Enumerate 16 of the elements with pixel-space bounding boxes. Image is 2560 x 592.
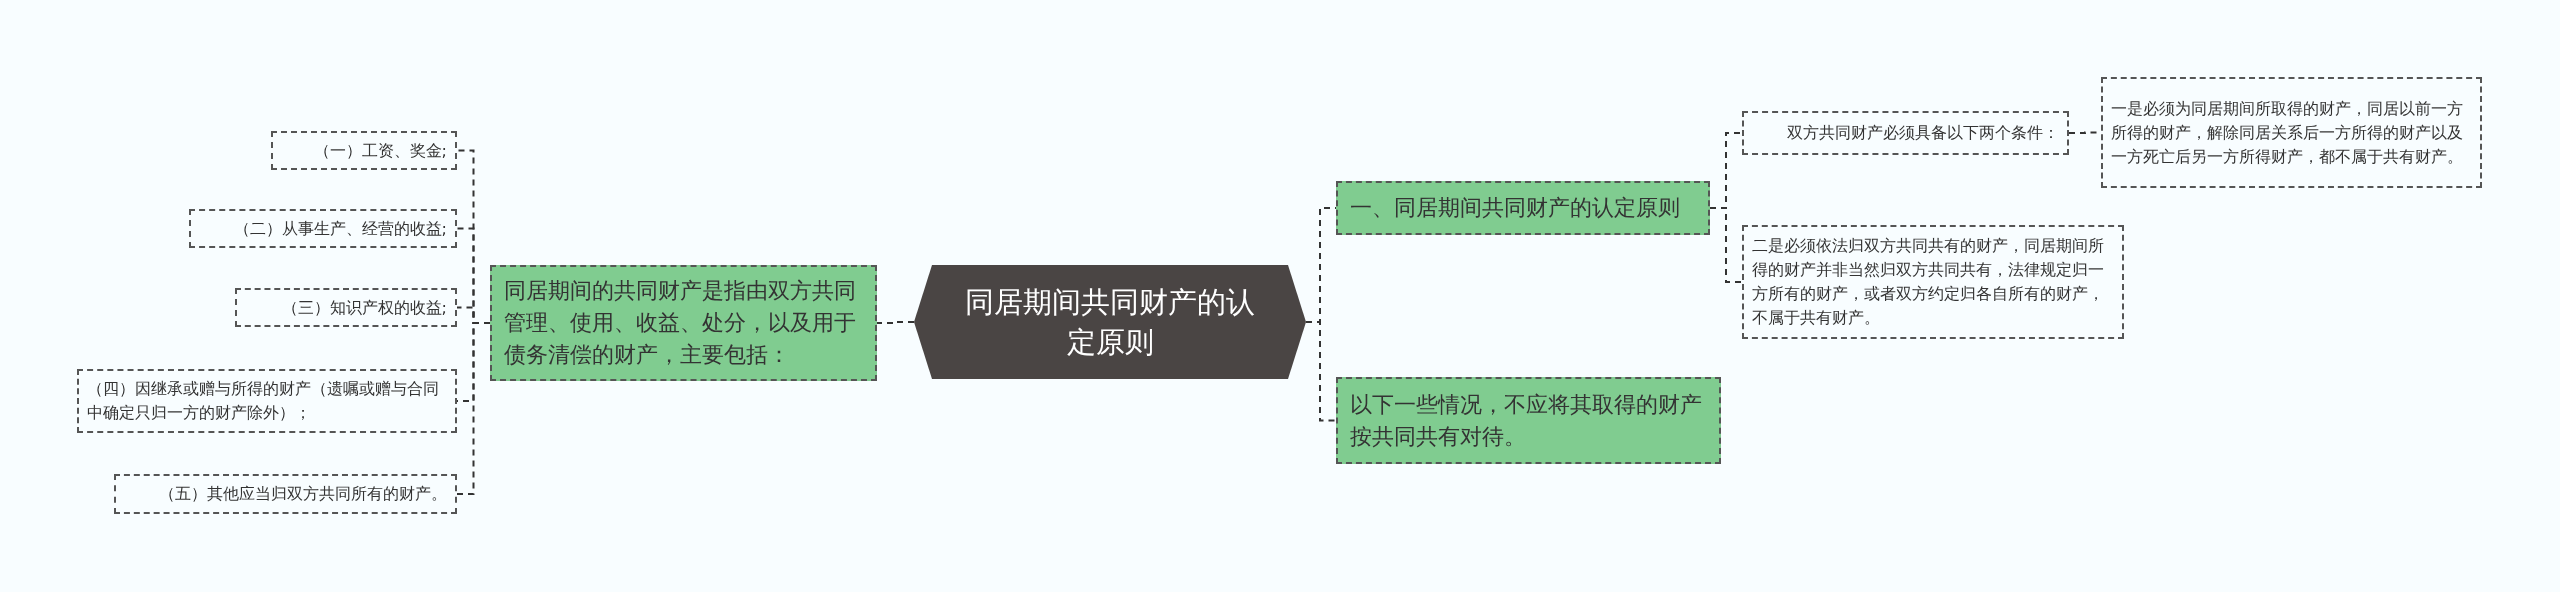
text-box: （五）其他应当归双方共同所有的财产。 [114, 474, 457, 514]
text-box: （二）从事生产、经营的收益; [189, 209, 457, 248]
central-topic-hexagon: 同居期间共同财产的认定原则 [914, 265, 1306, 379]
text-box: 一是必须为同居期间所取得的财产，同居以前一方所得的财产，解除同居关系后一方所得的财产以及一方死亡后另一方所得财产，都不属于共有财产。 [2101, 77, 2482, 188]
topic-box: 同居期间的共同财产是指由双方共同管理、使用、收益、处分，以及用于债务清偿的财产，主要包括： [490, 265, 877, 381]
connector-line [876, 321, 915, 324]
connector-line [1709, 207, 1743, 283]
text-box: 二是必须依法归双方共同共有的财产，同居期间所得的财产并非当然归双方共同共有，法律规定归一方所有的财产，或者双方约定归各自所有的财产，不属于共有财产。 [1742, 225, 2124, 339]
topic-box: 一、同居期间共同财产的认定原则 [1336, 181, 1710, 235]
text-box: 双方共同财产必须具备以下两个条件： [1742, 111, 2069, 155]
connector-line [1305, 321, 1337, 422]
text-box: （一）工资、奖金; [271, 131, 457, 170]
text-box: （四）因继承或赠与所得的财产（遗嘱或赠与合同中确定只归一方的财产除外）； [77, 369, 457, 433]
connector-line [456, 322, 491, 495]
topic-box: 以下一些情况，不应将其取得的财产按共同共有对待。 [1336, 377, 1721, 464]
text-box: （三）知识产权的收益; [235, 288, 457, 327]
